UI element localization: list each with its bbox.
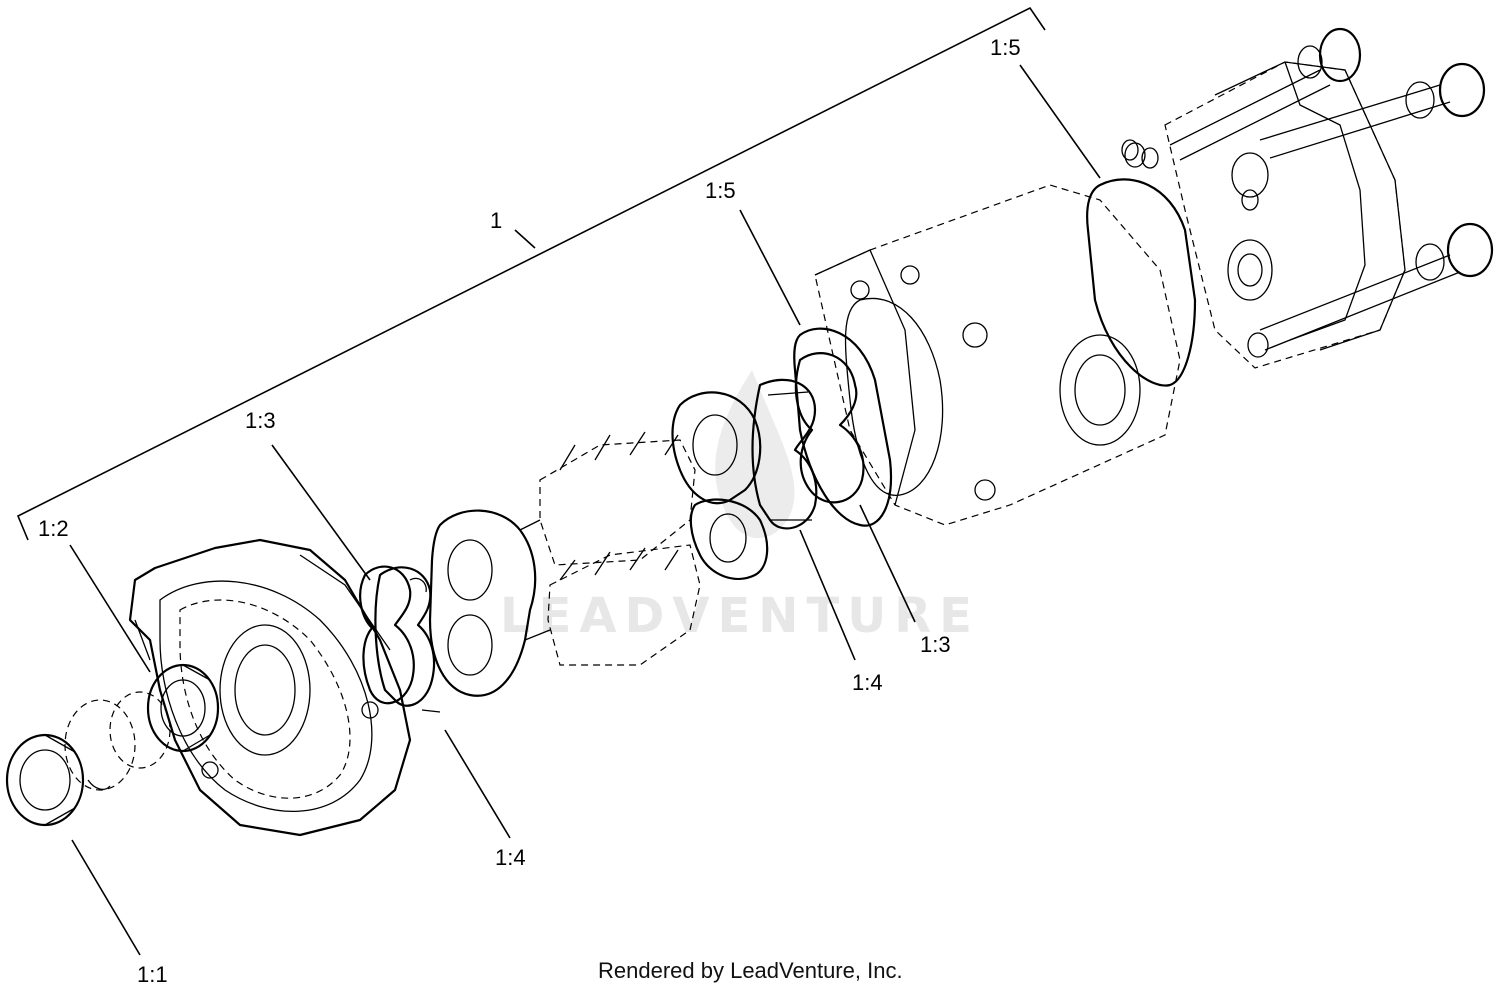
callout-1-4-right: 1:4 — [852, 670, 883, 695]
front-seal — [5, 733, 85, 827]
callout-1-4-left: 1:4 — [495, 845, 526, 870]
figure8-seal-right — [794, 352, 865, 504]
callout-1-5-mid: 1:5 — [705, 178, 736, 203]
front-mounting-flange — [128, 538, 412, 837]
bolt-top — [1124, 27, 1362, 168]
watermark-text: LEADVENTURE — [500, 588, 980, 644]
o-ring-rear — [1086, 178, 1197, 387]
callout-1-3-left: 1:3 — [245, 408, 276, 433]
o-ring-front — [793, 327, 893, 527]
pump-body-housing — [814, 184, 1181, 526]
callout-1-2: 1:2 — [38, 516, 69, 541]
callout-1-3-right: 1:3 — [920, 632, 951, 657]
rear-cover-with-bolts — [1121, 27, 1494, 369]
assembly-bracket — [16, 6, 1046, 541]
callout-1-1: 1:1 — [137, 962, 168, 987]
callout-1: 1 — [490, 208, 502, 233]
dowel-pins — [1121, 139, 1159, 169]
callout-1-5-top: 1:5 — [990, 35, 1021, 60]
credit-text: Rendered by LeadVenture, Inc. — [598, 958, 903, 983]
bearing-block-left — [428, 509, 551, 697]
figure8-seal-left — [359, 565, 415, 705]
shaft-seal — [146, 663, 220, 753]
leader-lines — [69, 64, 1101, 956]
retaining-ring — [64, 691, 171, 791]
bolt-lower-right — [1247, 222, 1494, 358]
bolt-upper-right — [1259, 62, 1486, 159]
wear-plate-left — [374, 566, 441, 713]
bearing-block-right — [671, 391, 769, 580]
gear-set — [539, 431, 701, 666]
